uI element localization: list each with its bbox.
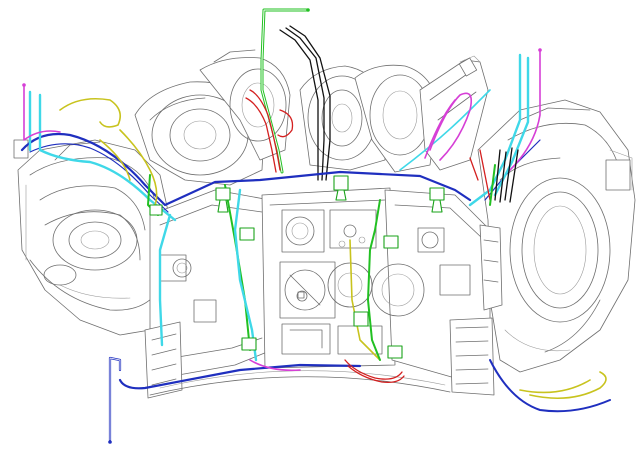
harness-red-bottom — [344, 149, 491, 384]
right-outer-casting — [477, 99, 636, 373]
cable-clip-icon — [215, 187, 231, 201]
harness-black-right — [494, 147, 519, 203]
wire-terminal-icon — [108, 440, 112, 444]
cable-clip-icon — [239, 227, 255, 241]
wire-terminal-icon — [538, 48, 542, 52]
cable-clip-icon — [387, 345, 403, 359]
cable-clip-icon — [241, 337, 257, 351]
center-left-heads — [134, 49, 291, 186]
cable-clip-icon — [353, 311, 369, 327]
cable-clip-icon — [149, 204, 163, 216]
wire-terminal-icon — [306, 8, 310, 12]
cable-clip-icon — [333, 175, 349, 191]
left-outer-casting — [13, 139, 171, 336]
center-right-heads — [299, 55, 489, 173]
harness-black-top — [279, 25, 331, 181]
harness-red-top — [245, 89, 294, 173]
wire-terminal-icon — [22, 83, 26, 87]
cable-clip-icon — [429, 187, 445, 201]
wire-terminals — [22, 8, 542, 444]
front-bracket-frame — [144, 187, 503, 399]
cable-clip-icon — [383, 235, 399, 249]
cable-clips — [149, 175, 445, 359]
